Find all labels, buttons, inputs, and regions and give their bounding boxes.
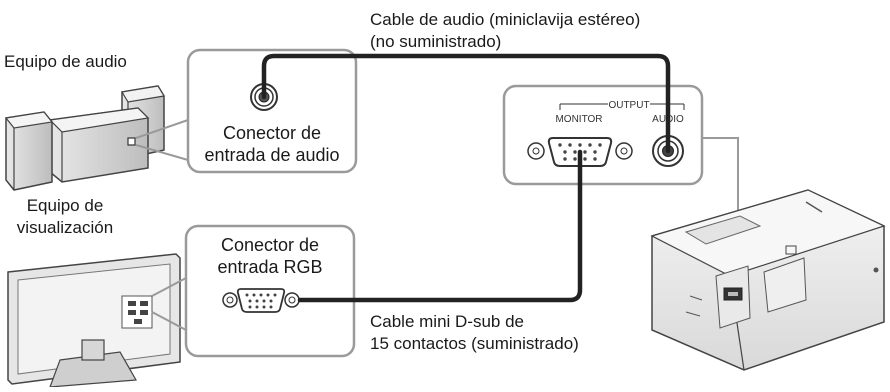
display-equipment-label-line2: visualización	[16, 218, 114, 237]
audio-cable-label-line2: (no suministrado)	[370, 32, 502, 51]
monitor-out-connector-icon	[527, 137, 633, 167]
rgb-connector-label-line2: entrada RGB	[217, 257, 323, 277]
amp-jack-icon	[127, 137, 136, 146]
rgb-cable-label-line2: 15 contactos (suministrado)	[370, 334, 579, 353]
projector-icon	[650, 189, 886, 371]
rgb-input-connector-icon	[222, 288, 300, 313]
audio-connector-label-line1: Conector de	[222, 123, 322, 143]
projector-output-panel	[502, 84, 704, 186]
rgb-cable	[297, 149, 583, 303]
audio-connector-box	[186, 48, 358, 174]
audio-equipment-label: Equipo de audio	[4, 52, 127, 71]
rgb-cable-label-line1: Cable mini D-sub de	[370, 312, 525, 331]
display-equipment-icon	[7, 253, 181, 388]
rgb-connector-label-line1: Conector de	[220, 235, 320, 255]
audio-equipment-icon	[4, 85, 165, 191]
audio-cable	[261, 53, 671, 154]
monitor-label: MONITOR	[555, 114, 602, 125]
display-equipment-label-line1: Equipo de	[26, 196, 104, 215]
audio-connector-label-line2: entrada de audio	[204, 145, 340, 165]
audio-cable-label-line1: Cable de audio (miniclavija estéreo)	[370, 10, 641, 29]
output-label: OUTPUT	[608, 100, 649, 111]
